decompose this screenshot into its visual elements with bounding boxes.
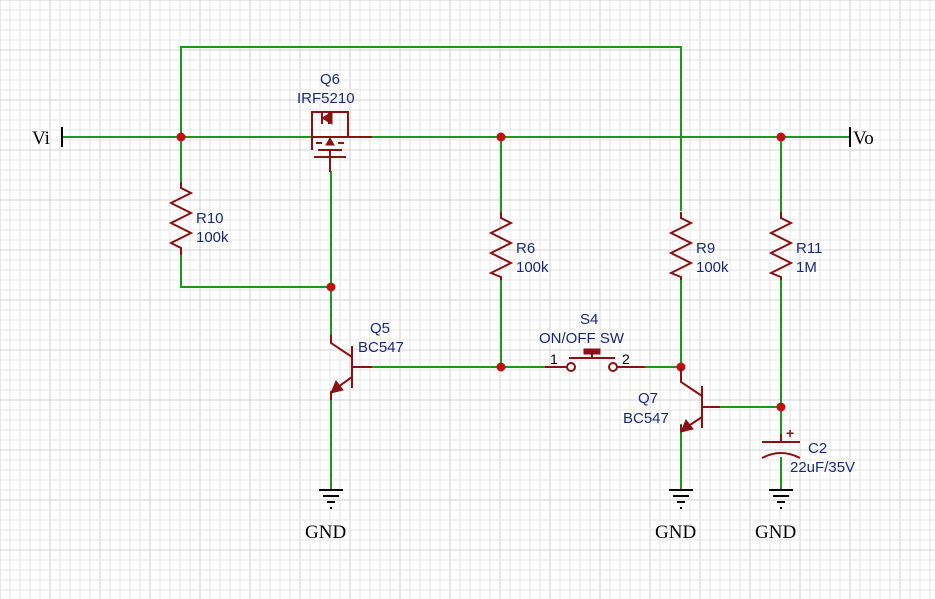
s4-switch: S4 ON/OFF SW 1 2	[539, 311, 645, 372]
q5-ref: Q5	[370, 320, 390, 337]
r9-ref: R9	[696, 240, 715, 257]
ground-q5: GND	[305, 489, 346, 543]
r9-value: 100k	[696, 259, 729, 276]
junction-dot	[326, 282, 336, 292]
r9-zigzag	[668, 212, 694, 280]
s4-contact-right	[608, 362, 618, 372]
c2-polarity: +	[786, 425, 794, 441]
s4-contact-left	[566, 362, 576, 372]
r10-resistor: R10 100k	[168, 182, 229, 255]
q5-transistor: Q5 BC547	[330, 320, 404, 400]
net-vo: Vo	[849, 127, 874, 149]
net-vi: Vi	[32, 127, 63, 149]
s4-ref: S4	[580, 311, 598, 328]
q7-ref: Q7	[638, 390, 658, 407]
net-label-vo: Vo	[853, 128, 874, 149]
c2-value: 22uF/35V	[790, 459, 855, 476]
r10-value: 100k	[196, 229, 229, 246]
q5-collector	[330, 335, 353, 358]
r6-zigzag	[488, 212, 514, 280]
s4-pin1: 1	[550, 351, 558, 367]
r6-value: 100k	[516, 259, 549, 276]
junction-dot	[776, 402, 786, 412]
r9-resistor: R9 100k	[668, 212, 729, 280]
r6-resistor: R6 100k	[488, 212, 549, 280]
ground-icon	[319, 489, 343, 509]
wires	[61, 46, 851, 491]
q5-value: BC547	[358, 339, 404, 356]
q7-collector	[680, 367, 703, 397]
wire-top-loop	[180, 46, 682, 211]
c2-ref: C2	[808, 440, 827, 457]
ground-icon	[769, 489, 793, 509]
junction-dot	[496, 132, 506, 142]
ground-label: GND	[305, 522, 346, 543]
ground-c2: GND	[755, 489, 796, 543]
c2-plate-bottom	[761, 452, 801, 459]
wire-r10-bottom	[180, 254, 332, 288]
q7-transistor: Q7 BC547	[623, 367, 720, 433]
q6-value: IRF5210	[297, 90, 355, 107]
r10-ref: R10	[196, 210, 224, 227]
r11-value: 1M	[796, 259, 817, 276]
ground-label: GND	[655, 522, 696, 543]
q6-mosfet: Q6 IRF5210	[297, 71, 372, 172]
junction-dot	[176, 132, 186, 142]
r10-zigzag	[168, 182, 194, 255]
q6-diode	[321, 111, 333, 125]
r11-zigzag	[768, 212, 794, 280]
c2-capacitor: + C2 22uF/35V	[761, 425, 855, 476]
q6-ref: Q6	[320, 71, 340, 88]
r6-ref: R6	[516, 240, 535, 257]
junction-dot	[496, 362, 506, 372]
junction-dot	[776, 132, 786, 142]
ground-q7: GND	[655, 489, 696, 543]
s4-value: ON/OFF SW	[539, 330, 625, 347]
q7-arrow	[680, 419, 694, 433]
ground-icon	[669, 489, 693, 509]
q5-arrow	[330, 380, 344, 394]
r11-resistor: R11 1M	[768, 212, 822, 280]
q7-value: BC547	[623, 410, 669, 427]
net-label-vi: Vi	[32, 128, 50, 149]
ground-label: GND	[755, 522, 796, 543]
r11-ref: R11	[796, 240, 822, 257]
q6-arrow	[325, 136, 335, 146]
s4-button	[583, 348, 601, 355]
s4-pin2: 2	[622, 351, 630, 367]
